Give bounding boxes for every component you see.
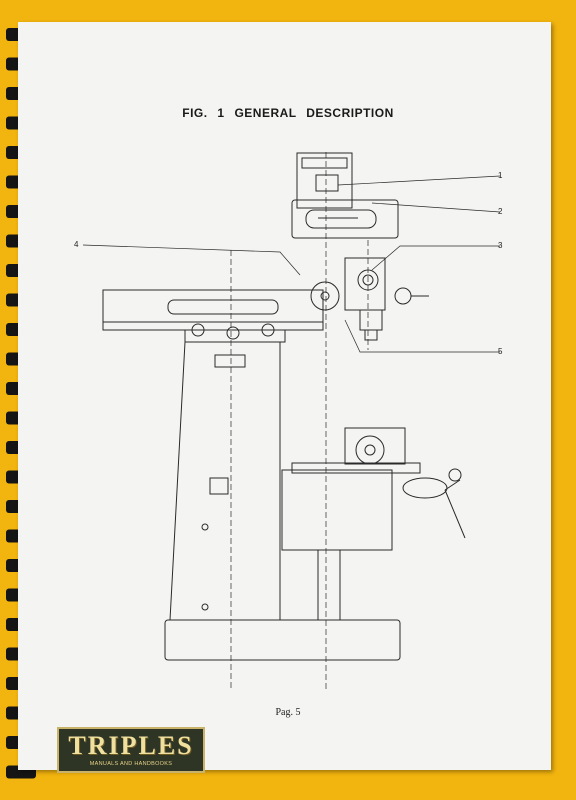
page-number: Pag. 5	[275, 707, 301, 718]
triples-logo: TRIPLES MANUALS AND HANDBOOKS	[57, 727, 205, 773]
callout-2: 2	[498, 207, 503, 216]
figure-title: FIG. 1 GENERAL DESCRIPTION	[182, 106, 394, 120]
head-housing	[291, 199, 399, 239]
logo-wordmark: TRIPLES	[68, 731, 194, 760]
table	[291, 462, 421, 474]
logo-tagline: MANUALS AND HANDBOOKS	[89, 761, 173, 767]
callout-1: 1	[498, 171, 503, 180]
callout-3: 3	[498, 241, 503, 250]
callout-5: 5	[498, 347, 503, 356]
callout-4: 4	[74, 240, 79, 249]
knee	[281, 469, 393, 551]
manual-page	[18, 22, 551, 770]
motor	[296, 152, 353, 209]
ram	[102, 289, 324, 331]
base	[164, 619, 401, 661]
column	[169, 341, 281, 621]
